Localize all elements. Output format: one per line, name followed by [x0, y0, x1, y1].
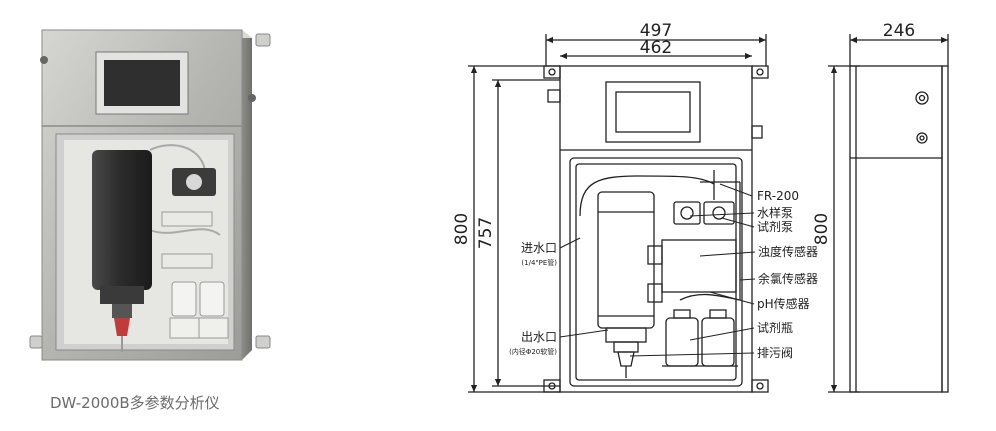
- mounting-ear: [29, 335, 43, 349]
- reagent-bottle-render: [199, 281, 225, 317]
- front-window-outline: [569, 157, 743, 387]
- callout-chlorine-sensor: 余氯传感器: [758, 271, 818, 286]
- drain-valve-render: [114, 318, 130, 336]
- product-caption: DW-2000B多参数分析仪: [50, 394, 220, 412]
- product-render: [29, 29, 271, 361]
- side-cabinet-outline: [849, 65, 943, 393]
- front-screen: [605, 81, 701, 143]
- callout-fr200: FR-200: [757, 189, 799, 203]
- callout-water-inlet: 进水口: [521, 241, 557, 255]
- cabinet-side-face: [242, 30, 252, 360]
- reagent-bottle-render: [171, 281, 197, 317]
- dim-overall-width: 497: [640, 21, 672, 41]
- callout-ph-sensor: pH传感器: [757, 296, 810, 311]
- dim-depth: 246: [883, 21, 915, 41]
- front-view-drawing: [468, 34, 769, 393]
- side-view-drawing: [828, 34, 949, 393]
- dim-panel-width: 462: [640, 38, 672, 58]
- dim-panel-height: 757: [476, 217, 496, 249]
- callout-leaders: [559, 183, 756, 357]
- front-reagent-bottle: [701, 317, 735, 367]
- callout-water-inlet-note: (1/4"PE管): [521, 258, 557, 267]
- dim-front-height: 800: [452, 213, 472, 245]
- callout-turbidity-sensor: 浊度传感器: [758, 244, 818, 259]
- callout-water-outlet-note: (内径Φ20软管): [509, 347, 557, 356]
- callout-reagent-pump: 试剂泵: [757, 219, 793, 234]
- callout-water-outlet: 出水口: [521, 330, 557, 344]
- sensor-cylinder: [92, 150, 152, 290]
- mounting-ear: [255, 335, 271, 349]
- callout-sample-pump: 水样泵: [757, 205, 793, 220]
- front-cabinet-outline: [559, 65, 753, 393]
- callout-reagent-bottle: 试剂瓶: [757, 320, 793, 335]
- touch-screen: [104, 60, 180, 106]
- front-reagent-bottle: [665, 317, 699, 367]
- dim-side-height: 800: [812, 213, 832, 245]
- mounting-ear: [255, 33, 271, 47]
- callout-drain-valve: 排污阀: [757, 346, 793, 360]
